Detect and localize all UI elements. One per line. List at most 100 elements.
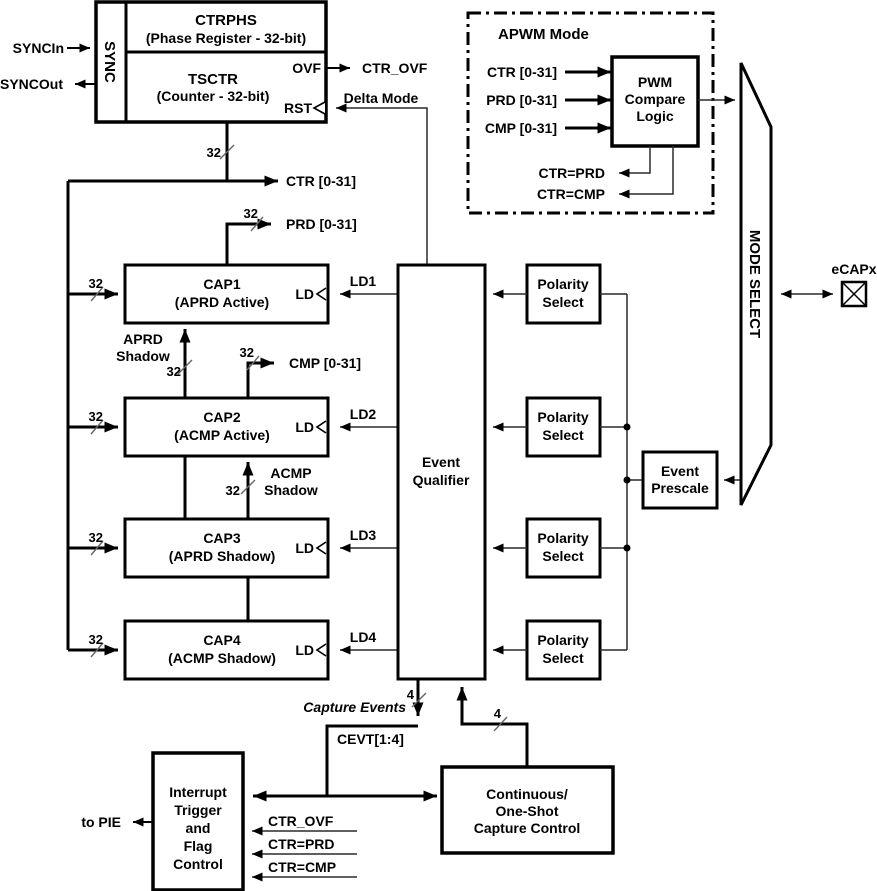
cevt-label: CEVT[1:4] xyxy=(337,731,404,747)
bus-width-slash xyxy=(411,692,427,708)
polarity-select-1-block xyxy=(525,263,602,325)
event-qualifier-block xyxy=(396,263,487,681)
ld3-label: LD3 xyxy=(350,527,377,543)
polarity-select-3-subtitle: Select xyxy=(542,548,584,564)
ld2-label: LD2 xyxy=(350,406,377,422)
cap1-block xyxy=(123,263,330,325)
mode-select-label: MODE SELECT xyxy=(746,230,763,338)
pwm-compare-title-3: Logic xyxy=(636,108,674,124)
ctrphs-subtitle: (Phase Register - 32-bit) xyxy=(146,30,306,46)
bus-width-32: 32 xyxy=(226,483,240,498)
cap1-subtitle: (APRD Active) xyxy=(175,294,269,310)
ctr-eq-prd-feedback-line xyxy=(619,146,651,178)
cap4-subtitle: (ACMP Shadow) xyxy=(168,650,276,666)
bus-width-slash xyxy=(219,144,235,160)
acmp-shadow-label-1: ACMP xyxy=(270,465,311,481)
cap4-ld-port-label: LD xyxy=(295,642,314,658)
bus-width-32: 32 xyxy=(89,632,103,647)
interrupt-title-4: Flag xyxy=(184,838,213,854)
capture-events-label: Capture Events xyxy=(303,699,406,715)
pwm-compare-title-1: PWM xyxy=(638,74,672,90)
cap2-ld-port-label: LD xyxy=(295,419,314,435)
apwm-mode-title: APWM Mode xyxy=(498,26,589,43)
bus-width-32: 32 xyxy=(167,364,181,379)
cap2-ld-wedge-icon xyxy=(315,420,327,434)
polarity-select-2-block xyxy=(525,396,602,458)
interrupt-title-2: Trigger xyxy=(174,802,222,818)
oneshot-title-1: Continuous/ xyxy=(486,786,568,802)
cevt-bus-line xyxy=(325,724,418,796)
pwm-compare-title-2: Compare xyxy=(625,91,686,107)
polarity-select-4-title: Polarity xyxy=(537,632,589,648)
bus-width-slash xyxy=(493,716,508,732)
bus-width-slash xyxy=(90,540,104,556)
apwm-ctr-label: CTR [0-31] xyxy=(487,64,557,80)
syncin-label: SYNCIn xyxy=(13,40,64,56)
polarity-select-2-title: Polarity xyxy=(537,409,589,425)
cap4-block xyxy=(123,619,330,681)
pwm-compare-logic-block xyxy=(610,55,700,148)
bus-width-32: 32 xyxy=(244,206,258,221)
ctrphs-title: CTRPHS xyxy=(195,12,257,29)
interrupt-title-3: and xyxy=(186,820,211,836)
ctr-eq-prd-label: CTR=PRD xyxy=(538,165,605,181)
ctr-eq-cmp-label: CTR=CMP xyxy=(537,186,605,202)
mode-select-block xyxy=(739,62,773,506)
polarity-select-2-subtitle: Select xyxy=(542,427,584,443)
cap1-title: CAP1 xyxy=(203,276,241,292)
ld4-label: LD4 xyxy=(350,629,377,645)
acmp-shadow-label-2: Shadow xyxy=(264,482,318,498)
cap2-title: CAP2 xyxy=(203,409,241,425)
bus-width-slash xyxy=(177,359,193,375)
cap1-ld-wedge-icon xyxy=(315,287,327,301)
oneshot-title-3: Capture Control xyxy=(474,820,581,836)
ecapx-pin-cross-icon xyxy=(841,281,867,307)
aprd-shadow-label-1: APRD xyxy=(123,331,163,347)
bus-width-slash xyxy=(246,355,260,371)
event-qualifier-title-2: Qualifier xyxy=(413,472,470,488)
cmp-bus-label: CMP [0-31] xyxy=(289,355,361,371)
delta-mode-line xyxy=(336,103,428,265)
oneshot-to-eq-bus xyxy=(456,687,529,767)
junction-dot xyxy=(623,544,631,552)
bus-width-32: 32 xyxy=(240,345,254,360)
cmp-bus-line xyxy=(246,357,274,398)
ctr-eq-cmp-input-label: CTR=CMP xyxy=(268,859,336,875)
cap3-title: CAP3 xyxy=(203,530,241,546)
interrupt-control-block xyxy=(151,751,245,891)
aprd-shadow-label-2: Shadow xyxy=(116,348,170,364)
sync-counter-block xyxy=(94,0,328,124)
bus-width-slash xyxy=(240,479,256,495)
rst-clock-wedge-icon xyxy=(312,101,326,115)
ovf-port-label: OVF xyxy=(292,60,321,76)
oneshot-title-2: One-Shot xyxy=(496,803,559,819)
apwm-mode-group-border xyxy=(466,11,715,215)
ctr-ovf-input-label: CTR_OVF xyxy=(268,813,334,829)
bus-width-slash xyxy=(90,286,104,302)
cap1-ld-port-label: LD xyxy=(295,286,314,302)
bus-width-slash xyxy=(90,642,104,658)
delta-mode-label: Delta Mode xyxy=(344,90,419,106)
bus-width-32: 32 xyxy=(207,145,221,160)
bus-width-slash xyxy=(250,216,264,232)
cap4-title: CAP4 xyxy=(203,632,241,648)
prd-bus-line xyxy=(225,218,271,265)
interrupt-title-5: Control xyxy=(173,856,223,872)
ctr-ovf-label: CTR_OVF xyxy=(362,60,428,76)
cap2-block xyxy=(123,396,330,458)
bus-width-32: 32 xyxy=(89,276,103,291)
cap2-subtitle: (ACMP Active) xyxy=(174,427,270,443)
sync-label: SYNC xyxy=(101,41,118,83)
ctr-bus-label: CTR [0-31] xyxy=(286,173,356,189)
ctr-eq-cmp-feedback-line xyxy=(619,146,674,199)
oneshot-capture-control-block xyxy=(440,765,615,855)
tsctr-subtitle: (Counter - 32-bit) xyxy=(157,88,270,104)
syncout-label: SYNCOut xyxy=(0,76,63,92)
to-pie-label: to PIE xyxy=(81,814,121,830)
bus-width-32: 32 xyxy=(89,409,103,424)
event-prescale-title-2: Prescale xyxy=(651,480,709,496)
polarity-select-1-subtitle: Select xyxy=(542,294,584,310)
bus-width-slash xyxy=(90,419,104,435)
